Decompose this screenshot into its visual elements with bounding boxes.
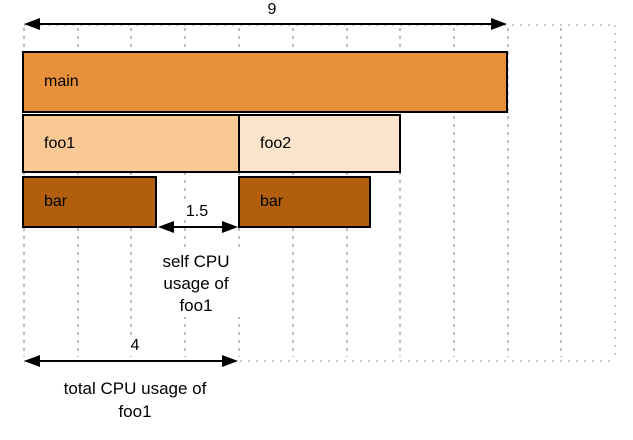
caption-line: usage of	[163, 274, 229, 293]
grid-bottom-border	[24, 360, 616, 362]
total-usage-value: 4	[105, 337, 165, 355]
grid-top-border	[24, 24, 616, 26]
frame-foo1: foo1	[22, 114, 240, 173]
caption-line: total CPU usage of	[63, 379, 207, 398]
arrow-right-head-icon	[222, 355, 238, 367]
frame-label: foo2	[260, 134, 292, 152]
arrow-right-head-icon	[491, 18, 507, 30]
arrow-shaft	[32, 23, 499, 25]
total-width-arrow	[24, 18, 507, 30]
arrow-shaft	[32, 360, 230, 362]
gridline-vertical	[399, 28, 401, 357]
arrow-right-head-icon	[222, 221, 238, 233]
caption-line: foo1	[118, 402, 152, 421]
frame-bar-right: bar	[238, 176, 371, 228]
grid-right-border	[614, 25, 616, 361]
gridline-vertical	[453, 28, 455, 357]
caption-line: foo1	[179, 296, 213, 315]
self-usage-caption: self CPU usage of foo1	[148, 251, 244, 317]
frame-label: bar	[260, 193, 284, 210]
frame-label: main	[44, 73, 79, 90]
frame-main: main	[22, 51, 508, 113]
caption-line: self CPU	[162, 252, 230, 271]
total-usage-arrow	[24, 355, 238, 367]
total-width-value: 9	[242, 1, 302, 19]
frame-foo2: foo2	[238, 114, 401, 173]
self-usage-arrow	[158, 221, 238, 233]
total-usage-caption: total CPU usage of foo1	[35, 377, 235, 423]
gridline-vertical	[184, 28, 186, 357]
gridline-vertical	[560, 28, 562, 357]
frame-bar-left: bar	[22, 176, 157, 228]
gridline-vertical	[507, 28, 509, 357]
frame-label: bar	[44, 193, 68, 210]
frame-label: foo1	[44, 134, 76, 152]
arrow-shaft	[166, 226, 230, 228]
self-usage-value: 1.5	[167, 203, 227, 221]
